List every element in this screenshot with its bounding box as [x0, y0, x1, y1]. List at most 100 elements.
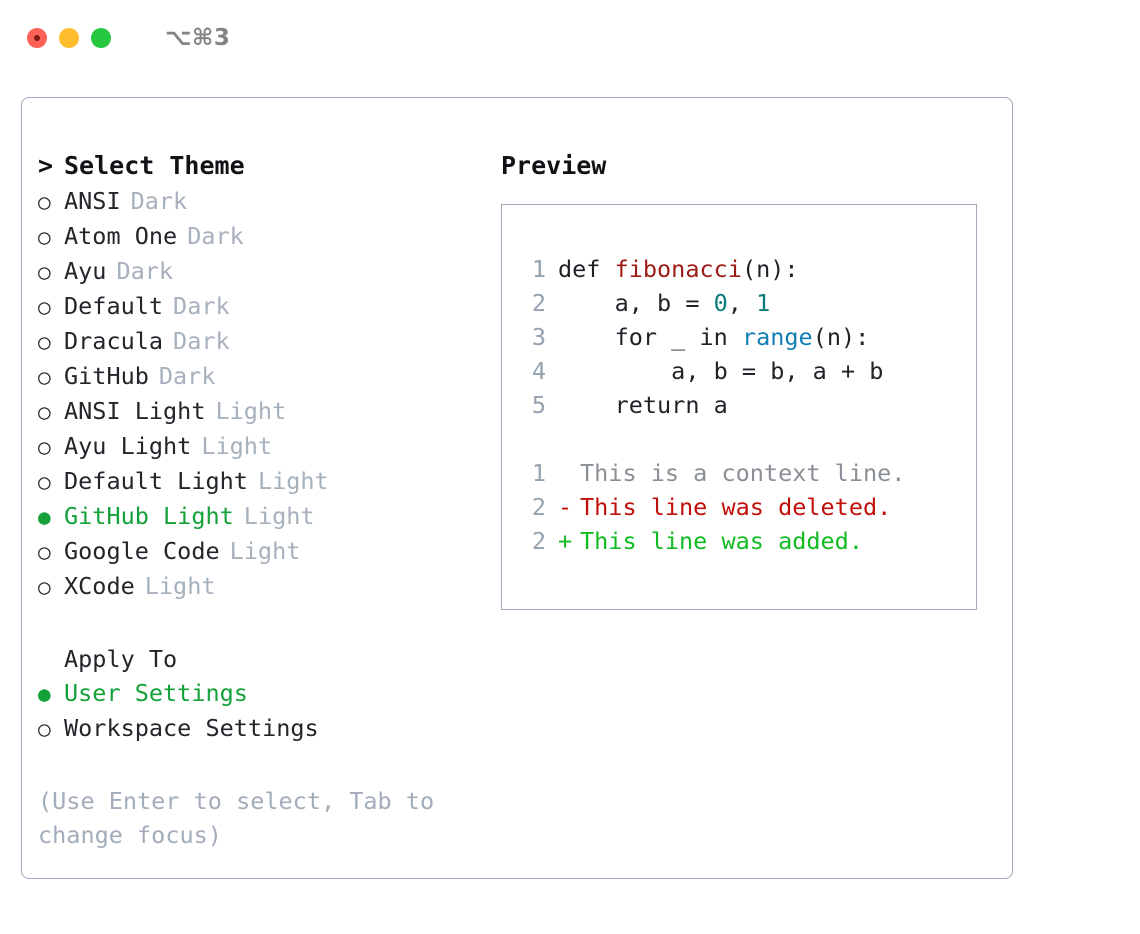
radio-unselected-icon[interactable]: ○	[38, 400, 51, 424]
theme-option-label: Google Code	[64, 537, 220, 565]
theme-option-label: Default	[64, 292, 164, 320]
radio-unselected-icon[interactable]: ○	[38, 365, 51, 389]
radio-selected-icon[interactable]: ●	[38, 505, 51, 529]
theme-option-label: ANSI	[64, 187, 121, 215]
theme-option-atom-one[interactable]: ○ Atom One Dark	[38, 219, 478, 254]
diff-line-text: This is a context line.	[580, 459, 906, 487]
diff-line-number: 2	[531, 527, 546, 555]
preview-title: Preview	[501, 151, 607, 180]
code-line: 1 def fibonacci(n):	[516, 252, 970, 286]
theme-option-label: GitHub	[64, 362, 149, 390]
theme-variant-tag: Dark	[187, 222, 244, 250]
theme-variant-tag: Dark	[173, 292, 230, 320]
code-diff-separator	[516, 422, 970, 456]
code-line-number: 1	[531, 255, 546, 283]
radio-unselected-icon[interactable]: ○	[38, 435, 51, 459]
radio-unselected-icon[interactable]: ○	[38, 260, 51, 284]
zoom-window-button[interactable]	[91, 28, 111, 48]
apply-to-option-label: Workspace Settings	[64, 714, 319, 742]
theme-option-label: Ayu Light	[64, 432, 192, 460]
theme-variant-tag: Dark	[158, 362, 216, 390]
help-hint-text: (Use Enter to select, Tab to change focu…	[38, 784, 438, 852]
minimize-window-button[interactable]	[59, 28, 79, 48]
apply-to-list: ● User Settings ○ Workspace Settings	[38, 676, 478, 746]
diff-line-deleted: 2-This line was deleted.	[516, 490, 970, 524]
close-window-button[interactable]	[27, 28, 47, 48]
theme-option-github[interactable]: ○ GitHub Dark	[38, 359, 478, 394]
code-token-num: 1	[756, 289, 771, 317]
diff-line-number: 1	[531, 459, 546, 487]
theme-option-label: Ayu	[64, 257, 107, 285]
theme-option-ansi-light[interactable]: ○ ANSI Light Light	[38, 394, 478, 429]
apply-to-label: Apply To	[64, 645, 178, 673]
diff-line-text: This line was added.	[580, 527, 863, 555]
apply-to-option-workspace-settings[interactable]: ○ Workspace Settings	[38, 711, 478, 746]
theme-option-ayu-light[interactable]: ○ Ayu Light Light	[38, 429, 478, 464]
help-hint-line-1: (Use Enter to select, Tab to	[38, 787, 435, 815]
diff-line-added: 2+This line was added.	[516, 524, 970, 558]
theme-option-dracula[interactable]: ○ Dracula Dark	[38, 324, 478, 359]
theme-option-xcode[interactable]: ○ XCode Light	[38, 569, 478, 604]
select-theme-header: >Select Theme	[38, 148, 478, 184]
code-token-plain: (n):	[741, 255, 799, 283]
radio-unselected-icon[interactable]: ○	[38, 225, 51, 249]
theme-variant-tag: Light	[243, 502, 315, 530]
theme-variant-tag: Dark	[130, 187, 188, 215]
theme-option-label: Default Light	[64, 467, 248, 495]
code-line-content: a, b = 0, 1	[558, 286, 771, 320]
theme-variant-tag: Light	[201, 432, 273, 460]
help-hint-line-2: change focus)	[38, 821, 222, 849]
code-token-plain: for _ in	[558, 323, 742, 351]
code-token-plain: (n):	[812, 323, 870, 351]
radio-unselected-icon[interactable]: ○	[38, 717, 51, 741]
apply-to-option-label: User Settings	[64, 679, 248, 707]
code-token-call: range	[741, 323, 813, 351]
theme-option-default[interactable]: ○ Default Dark	[38, 289, 478, 324]
theme-variant-tag: Light	[144, 572, 216, 600]
radio-unselected-icon[interactable]: ○	[38, 190, 51, 214]
radio-unselected-icon[interactable]: ○	[38, 470, 51, 494]
theme-variant-tag: Light	[229, 537, 301, 565]
theme-option-google-code[interactable]: ○ Google Code Light	[38, 534, 478, 569]
theme-option-label: XCode	[64, 572, 135, 600]
code-token-plain: def	[558, 255, 615, 283]
theme-variant-tag: Light	[215, 397, 287, 425]
diff-line-number: 2	[531, 493, 546, 521]
theme-option-label: Dracula	[64, 327, 164, 355]
diff-line-text: This line was deleted.	[580, 493, 892, 521]
diff-marker-icon: -	[558, 493, 573, 521]
theme-option-label: ANSI Light	[64, 397, 206, 425]
apply-to-indent	[38, 642, 64, 676]
code-line: 4 a, b = b, a + b	[516, 354, 970, 388]
keyboard-shortcut-label: ⌥⌘3	[165, 25, 231, 51]
radio-unselected-icon[interactable]: ○	[38, 575, 51, 599]
theme-option-ansi[interactable]: ○ ANSI Dark	[38, 184, 478, 219]
theme-variant-tag: Dark	[173, 327, 230, 355]
select-theme-title: Select Theme	[64, 151, 245, 180]
code-token-plain: ,	[727, 289, 757, 317]
radio-selected-icon[interactable]: ●	[38, 682, 51, 706]
theme-option-label: Atom One	[64, 222, 178, 250]
apply-to-option-user-settings[interactable]: ● User Settings	[38, 676, 478, 711]
apply-to-label-row: Apply To	[38, 642, 478, 676]
code-token-plain: return a	[558, 391, 728, 419]
code-token-plain: a, b = b, a + b	[558, 357, 884, 385]
radio-unselected-icon[interactable]: ○	[38, 540, 51, 564]
code-line-content: for _ in range(n):	[558, 320, 870, 354]
code-token-func: fibonacci	[614, 255, 742, 283]
radio-unselected-icon[interactable]: ○	[38, 330, 51, 354]
radio-unselected-icon[interactable]: ○	[38, 295, 51, 319]
code-line-number: 3	[531, 323, 546, 351]
code-line-number: 5	[531, 391, 546, 419]
code-line: 2 a, b = 0, 1	[516, 286, 970, 320]
code-line: 3 for _ in range(n):	[516, 320, 970, 354]
traffic-light-group	[27, 28, 111, 48]
